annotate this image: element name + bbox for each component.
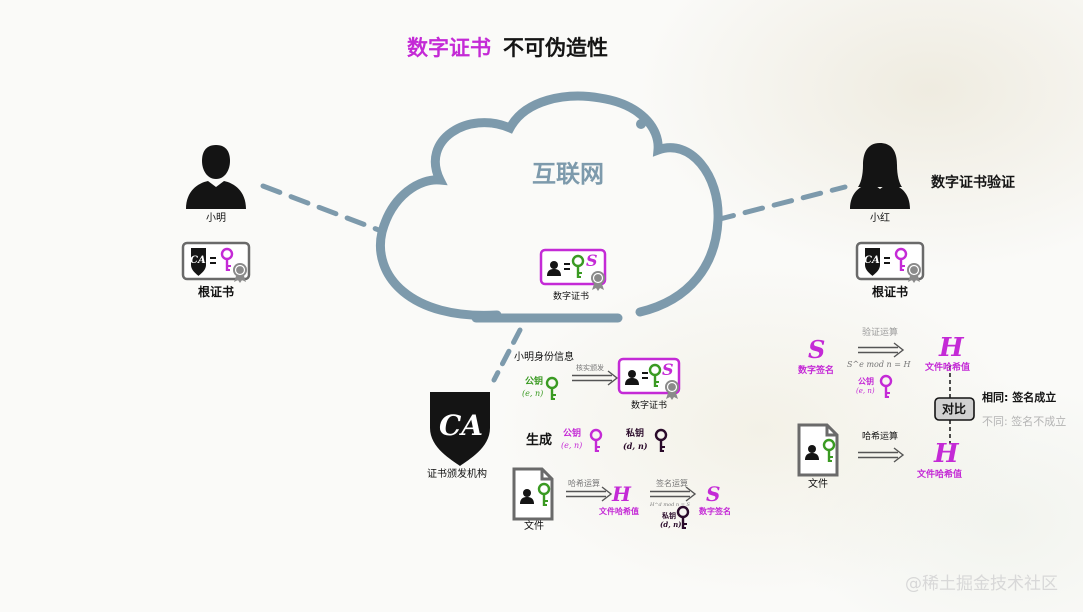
sign-op-arrow	[649, 486, 696, 502]
root-cert-left-ca: CA	[190, 255, 206, 266]
verify-hash-arrow	[857, 447, 904, 463]
watermark: @稀土掘金技术社区	[905, 574, 1058, 594]
verify-public-key-label: 公钥	[858, 377, 874, 386]
issue-public-key-pair: (e, n)	[522, 389, 544, 398]
sign-op-label: 签名运算	[656, 479, 688, 488]
verify-issue-arrow	[571, 370, 618, 386]
generate-public-key-icon	[589, 428, 603, 454]
cloud-cert-label: 数字证书	[553, 292, 590, 302]
verify-signature-label: 数字签名	[798, 366, 835, 376]
title-part2: 不可伪造性	[503, 36, 608, 60]
sign-h-symbol: H	[612, 482, 631, 506]
verify-public-key-icon	[879, 374, 893, 400]
cloud-label: 互联网	[532, 160, 604, 188]
verify-h-symbol: H	[939, 333, 964, 363]
sign-formula: H^d mod n = S	[650, 502, 690, 508]
sign-hash-op-label: 哈希运算	[568, 479, 600, 488]
generate-label: 生成	[526, 433, 553, 448]
sign-private-key-label: 私钥	[662, 512, 676, 520]
issue-public-key-icon	[545, 376, 559, 402]
link-cloud-to-ca	[491, 327, 523, 383]
verify-hash-value-label: 文件哈希值	[925, 363, 971, 373]
title-part1: 数字证书	[407, 36, 491, 60]
link-cloud-to-right	[713, 184, 848, 223]
ca-label: 证书颁发机构	[427, 469, 487, 480]
sign-s-symbol: S	[706, 482, 721, 506]
root-cert-right-icon	[855, 241, 925, 284]
generate-public-key-pair: (e, n)	[561, 441, 583, 450]
same-result-label: 相同: 签名成立	[982, 391, 1057, 404]
generate-private-key-icon	[654, 428, 668, 454]
verify-s-symbol: S	[808, 335, 826, 364]
verify-op-label: 验证运算	[862, 328, 899, 338]
cloud-cert-s: S	[586, 251, 598, 270]
page-title: 数字证书不可伪造性	[407, 38, 608, 59]
sign-hash-value-label: 文件哈希值	[599, 507, 639, 516]
issued-cert-label: 数字证书	[631, 401, 668, 411]
issue-public-key-label: 公钥	[525, 377, 544, 387]
person-xiaoming-icon	[186, 145, 246, 209]
verify-h2-symbol: H	[934, 439, 959, 469]
compare-label: 对比	[942, 402, 967, 416]
verify-issue-label: 核实颁发	[576, 364, 604, 372]
xiaohong-task: 数字证书验证	[931, 175, 1015, 191]
sign-signature-label: 数字签名	[699, 507, 731, 516]
generate-private-key-pair: (d, n)	[623, 441, 648, 451]
verify-hash-op-label: 哈希运算	[862, 432, 899, 442]
ca-shield-icon	[430, 392, 490, 466]
verify-file-label: 文件	[808, 479, 828, 490]
xiaohong-name: 小红	[870, 213, 890, 224]
diff-result-label: 不同: 签名不成立	[982, 415, 1067, 428]
generate-public-key-label: 公钥	[563, 429, 582, 439]
generate-private-key-label: 私钥	[626, 429, 645, 439]
sign-private-key-pair: (d, n)	[660, 520, 682, 529]
link-left-to-cloud	[260, 183, 387, 235]
issued-cert-s: S	[662, 360, 674, 379]
sign-file-label: 文件	[524, 521, 544, 532]
verify-hash-value2-label: 文件哈希值	[917, 470, 963, 480]
identity-info-label: 小明身份信息	[514, 352, 574, 363]
issued-cert-icon	[617, 357, 681, 401]
root-cert-left-icon	[181, 241, 251, 284]
verify-formula: S^e mod n = H	[847, 360, 911, 369]
root-cert-right-label: 根证书	[872, 285, 909, 299]
sign-hash-arrow	[565, 486, 612, 502]
ca-logo-text: CA	[439, 409, 484, 442]
verify-public-key-pair: (e, n)	[856, 387, 875, 395]
root-cert-right-ca: CA	[864, 255, 880, 266]
person-xiaohong-icon	[850, 143, 910, 209]
xiaoming-name: 小明	[206, 213, 226, 224]
compare-box	[934, 397, 975, 421]
verify-op-arrow	[857, 342, 904, 358]
root-cert-left-label: 根证书	[198, 285, 235, 299]
cloud-digital-cert-icon	[539, 248, 607, 292]
